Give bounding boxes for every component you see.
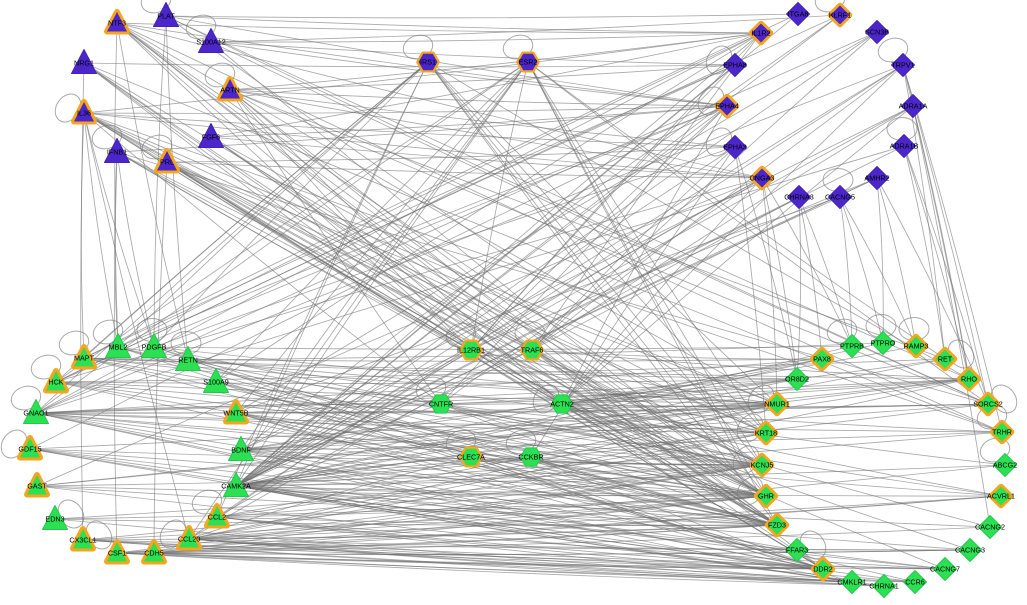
svg-text:RHO: RHO xyxy=(961,375,977,384)
svg-text:S100A12: S100A12 xyxy=(196,38,226,47)
svg-text:CSF1: CSF1 xyxy=(108,549,126,558)
svg-text:CCKBR: CCKBR xyxy=(518,453,543,462)
svg-text:CDH5: CDH5 xyxy=(144,549,164,558)
svg-text:PAX8: PAX8 xyxy=(813,355,831,364)
svg-text:TRAF6: TRAF6 xyxy=(521,346,544,355)
svg-text:EPHA4: EPHA4 xyxy=(715,102,739,111)
svg-text:CAMK2A: CAMK2A xyxy=(221,482,251,491)
svg-text:ADRA1A: ADRA1A xyxy=(899,102,928,111)
svg-text:CMKLR1: CMKLR1 xyxy=(837,578,866,587)
svg-text:RETN: RETN xyxy=(178,356,198,365)
svg-text:TRPV1: TRPV1 xyxy=(891,61,914,70)
svg-text:CHRNA1: CHRNA1 xyxy=(869,582,899,591)
svg-text:ABCG2: ABCG2 xyxy=(993,461,1017,470)
svg-text:MAPT: MAPT xyxy=(74,354,95,363)
svg-text:GAST: GAST xyxy=(27,482,47,491)
svg-text:ADRA1B: ADRA1B xyxy=(890,142,919,151)
svg-text:TRHR: TRHR xyxy=(992,428,1012,437)
svg-text:IFNB1: IFNB1 xyxy=(107,148,127,157)
svg-text:SCN3B: SCN3B xyxy=(865,28,889,37)
svg-text:GHR: GHR xyxy=(758,492,774,501)
svg-text:BDNF: BDNF xyxy=(231,446,251,455)
svg-text:CACNG7: CACNG7 xyxy=(930,565,960,574)
svg-text:PTPRO: PTPRO xyxy=(871,339,896,348)
svg-text:GNAO1: GNAO1 xyxy=(23,409,48,418)
svg-text:NMUR1: NMUR1 xyxy=(764,400,790,409)
svg-text:GDF15: GDF15 xyxy=(18,445,41,454)
svg-text:RAMP3: RAMP3 xyxy=(904,342,929,351)
svg-text:KCNJ5: KCNJ5 xyxy=(751,461,774,470)
svg-text:NTF3: NTF3 xyxy=(108,19,126,28)
svg-text:SORCS2: SORCS2 xyxy=(973,400,1003,409)
svg-text:CCL20: CCL20 xyxy=(178,535,200,544)
svg-text:CACNG5: CACNG5 xyxy=(825,193,855,202)
svg-text:ITGA8: ITGA8 xyxy=(788,10,809,19)
svg-text:CCL2: CCL2 xyxy=(208,513,226,522)
svg-text:FZD3: FZD3 xyxy=(768,521,786,530)
svg-text:S100A9: S100A9 xyxy=(203,378,229,387)
svg-text:CACNG2: CACNG2 xyxy=(975,523,1005,532)
svg-text:CNTFR: CNTFR xyxy=(429,400,453,409)
svg-text:FFAR3: FFAR3 xyxy=(786,546,808,555)
svg-text:EPHA3: EPHA3 xyxy=(723,143,747,152)
svg-text:CHRNA3: CHRNA3 xyxy=(784,193,814,202)
svg-text:IL12RB1: IL12RB1 xyxy=(457,346,485,355)
svg-text:EPHA8: EPHA8 xyxy=(723,61,747,70)
svg-text:RET: RET xyxy=(938,355,953,364)
svg-text:AMHR2: AMHR2 xyxy=(864,174,889,183)
svg-text:CNGA3: CNGA3 xyxy=(750,174,775,183)
svg-text:PTPRB: PTPRB xyxy=(840,342,864,351)
svg-text:NRG1: NRG1 xyxy=(74,59,94,68)
svg-text:WNT5B: WNT5B xyxy=(223,409,248,418)
svg-text:KRT18: KRT18 xyxy=(755,429,777,438)
svg-text:CX3CL1: CX3CL1 xyxy=(69,536,96,545)
svg-text:ACTN2: ACTN2 xyxy=(550,400,574,409)
svg-text:CCR6: CCR6 xyxy=(905,578,925,587)
svg-text:ARTN: ARTN xyxy=(220,86,239,95)
svg-text:IL1R2: IL1R2 xyxy=(751,29,770,38)
svg-text:ESR2: ESR2 xyxy=(519,58,538,67)
svg-text:EDN3: EDN3 xyxy=(45,515,64,524)
svg-text:IL36: IL36 xyxy=(77,109,91,118)
svg-text:IRS1: IRS1 xyxy=(420,58,436,67)
svg-text:ACVRL1: ACVRL1 xyxy=(987,492,1015,501)
svg-text:KLRF1: KLRF1 xyxy=(829,11,851,20)
svg-text:OR8D2: OR8D2 xyxy=(785,375,809,384)
svg-text:CLEC7A: CLEC7A xyxy=(457,453,485,462)
svg-text:PLAT: PLAT xyxy=(157,12,175,21)
svg-text:PDGFB: PDGFB xyxy=(142,343,167,352)
svg-text:HCK: HCK xyxy=(48,378,63,387)
svg-text:DDR2: DDR2 xyxy=(813,565,833,574)
svg-text:MBL2: MBL2 xyxy=(109,343,128,352)
svg-text:PRL: PRL xyxy=(160,158,174,167)
svg-text:CACNG3: CACNG3 xyxy=(955,546,985,555)
svg-text:FGF6: FGF6 xyxy=(202,133,220,142)
